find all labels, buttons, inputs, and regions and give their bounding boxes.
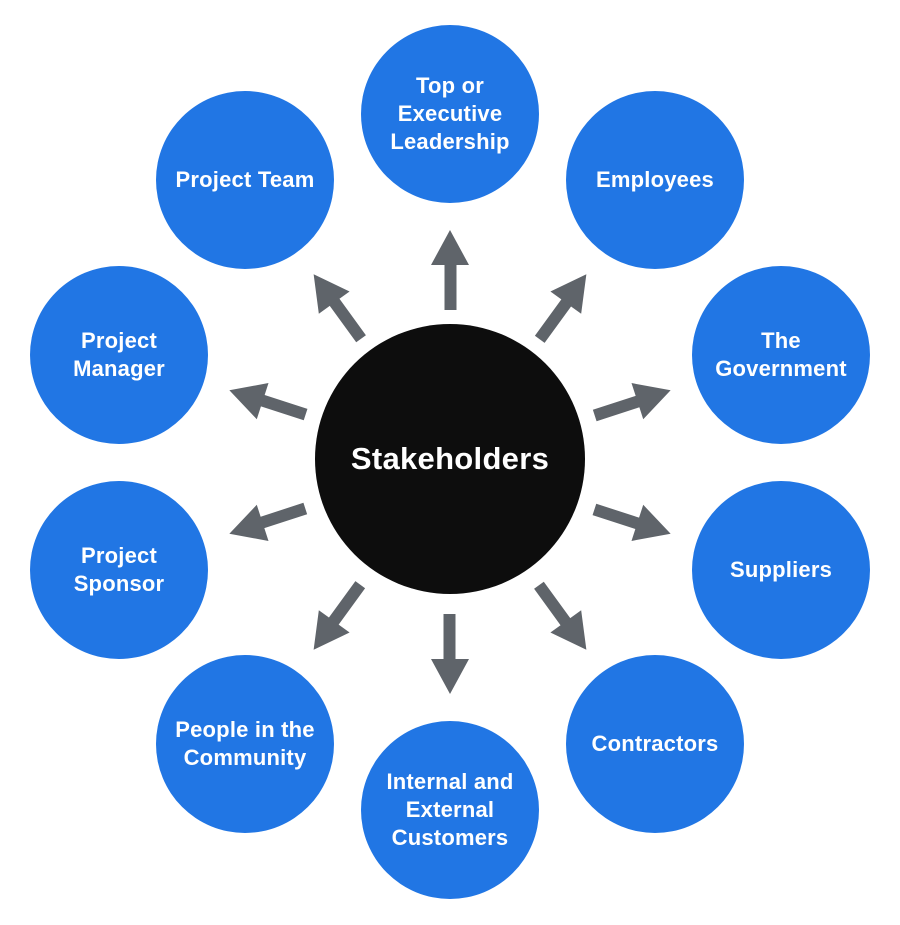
node-label: Project Sponsor bbox=[73, 543, 165, 596]
center-label: Stakeholders bbox=[350, 441, 550, 476]
node-employees: Employees bbox=[566, 91, 744, 269]
node-the-government: The Government bbox=[692, 266, 870, 444]
center-circle: Stakeholders bbox=[315, 324, 585, 594]
node-label: Employees bbox=[596, 167, 714, 193]
node-suppliers: Suppliers bbox=[692, 481, 870, 659]
node-label: People in the Community bbox=[175, 717, 315, 770]
node-internal-and-external-customers: Internal and External Customers bbox=[361, 721, 539, 899]
arrow-to-top-or-executive-leadership bbox=[431, 230, 469, 310]
arrow-to-internal-and-external-customers bbox=[431, 614, 469, 694]
node-project-team: Project Team bbox=[156, 91, 334, 269]
node-label: Top or Executive Leadership bbox=[390, 73, 510, 154]
node-top-or-executive-leadership: Top or Executive Leadership bbox=[361, 25, 539, 203]
node-label: Internal and External Customers bbox=[386, 769, 514, 850]
node-label: Contractors bbox=[591, 731, 719, 757]
node-label: Project Manager bbox=[73, 328, 165, 381]
node-label: The Government bbox=[715, 328, 847, 381]
arrow-to-suppliers bbox=[588, 490, 677, 552]
node-project-sponsor: Project Sponsor bbox=[30, 481, 208, 659]
arrow-to-project-team bbox=[298, 263, 377, 351]
node-project-manager: Project Manager bbox=[30, 266, 208, 444]
arrow-to-employees bbox=[523, 263, 602, 351]
node-label: Suppliers bbox=[729, 557, 833, 583]
arrow-to-the-government bbox=[588, 372, 677, 434]
node-label: Project Team bbox=[175, 167, 315, 193]
arrow-to-project-manager bbox=[223, 372, 312, 434]
node-contractors: Contractors bbox=[566, 655, 744, 833]
arrow-to-project-sponsor bbox=[223, 490, 312, 552]
node-people-in-the-community: People in the Community bbox=[156, 655, 334, 833]
arrow-to-contractors bbox=[523, 573, 602, 661]
arrow-to-people-in-the-community bbox=[298, 573, 377, 661]
